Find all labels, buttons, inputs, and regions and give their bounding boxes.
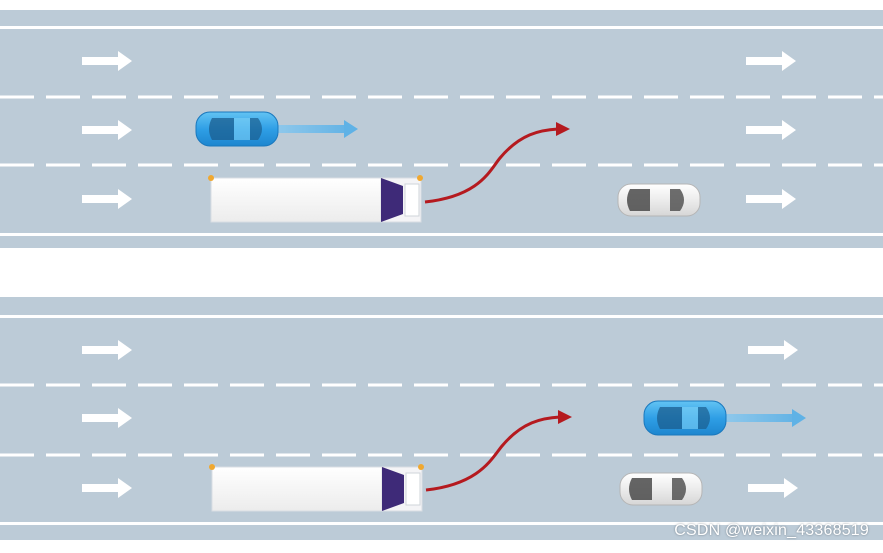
scenario-bottom [0,297,883,540]
right-arrow-icon [82,478,132,498]
white-car-icon [619,472,703,506]
right-arrow-icon [82,340,132,360]
right-arrow-icon [746,189,796,209]
road-edge-line [0,522,883,525]
blue-car-icon [643,400,727,436]
blue-car-icon [195,111,279,147]
blue-car-trail [720,409,806,427]
truck-icon [208,175,423,223]
right-arrow-icon [82,408,132,428]
curved-path-arrow-icon [424,122,570,204]
road-surface [0,10,883,248]
road-edge-line [0,315,883,318]
right-arrow-icon [746,51,796,71]
scenario-top [0,10,883,248]
truck-icon [209,464,424,512]
right-arrow-icon [746,120,796,140]
right-arrow-icon [82,189,132,209]
white-car-icon [617,183,701,217]
watermark-text: CSDN @weixin_43368519 [674,522,869,539]
blue-car-trail [272,120,358,138]
right-arrow-icon [82,120,132,140]
right-arrow-icon [82,51,132,71]
right-arrow-icon [748,340,798,360]
curved-path-arrow-icon [425,410,572,492]
road-edge-line [0,26,883,29]
right-arrow-icon [748,478,798,498]
road-edge-line [0,233,883,236]
